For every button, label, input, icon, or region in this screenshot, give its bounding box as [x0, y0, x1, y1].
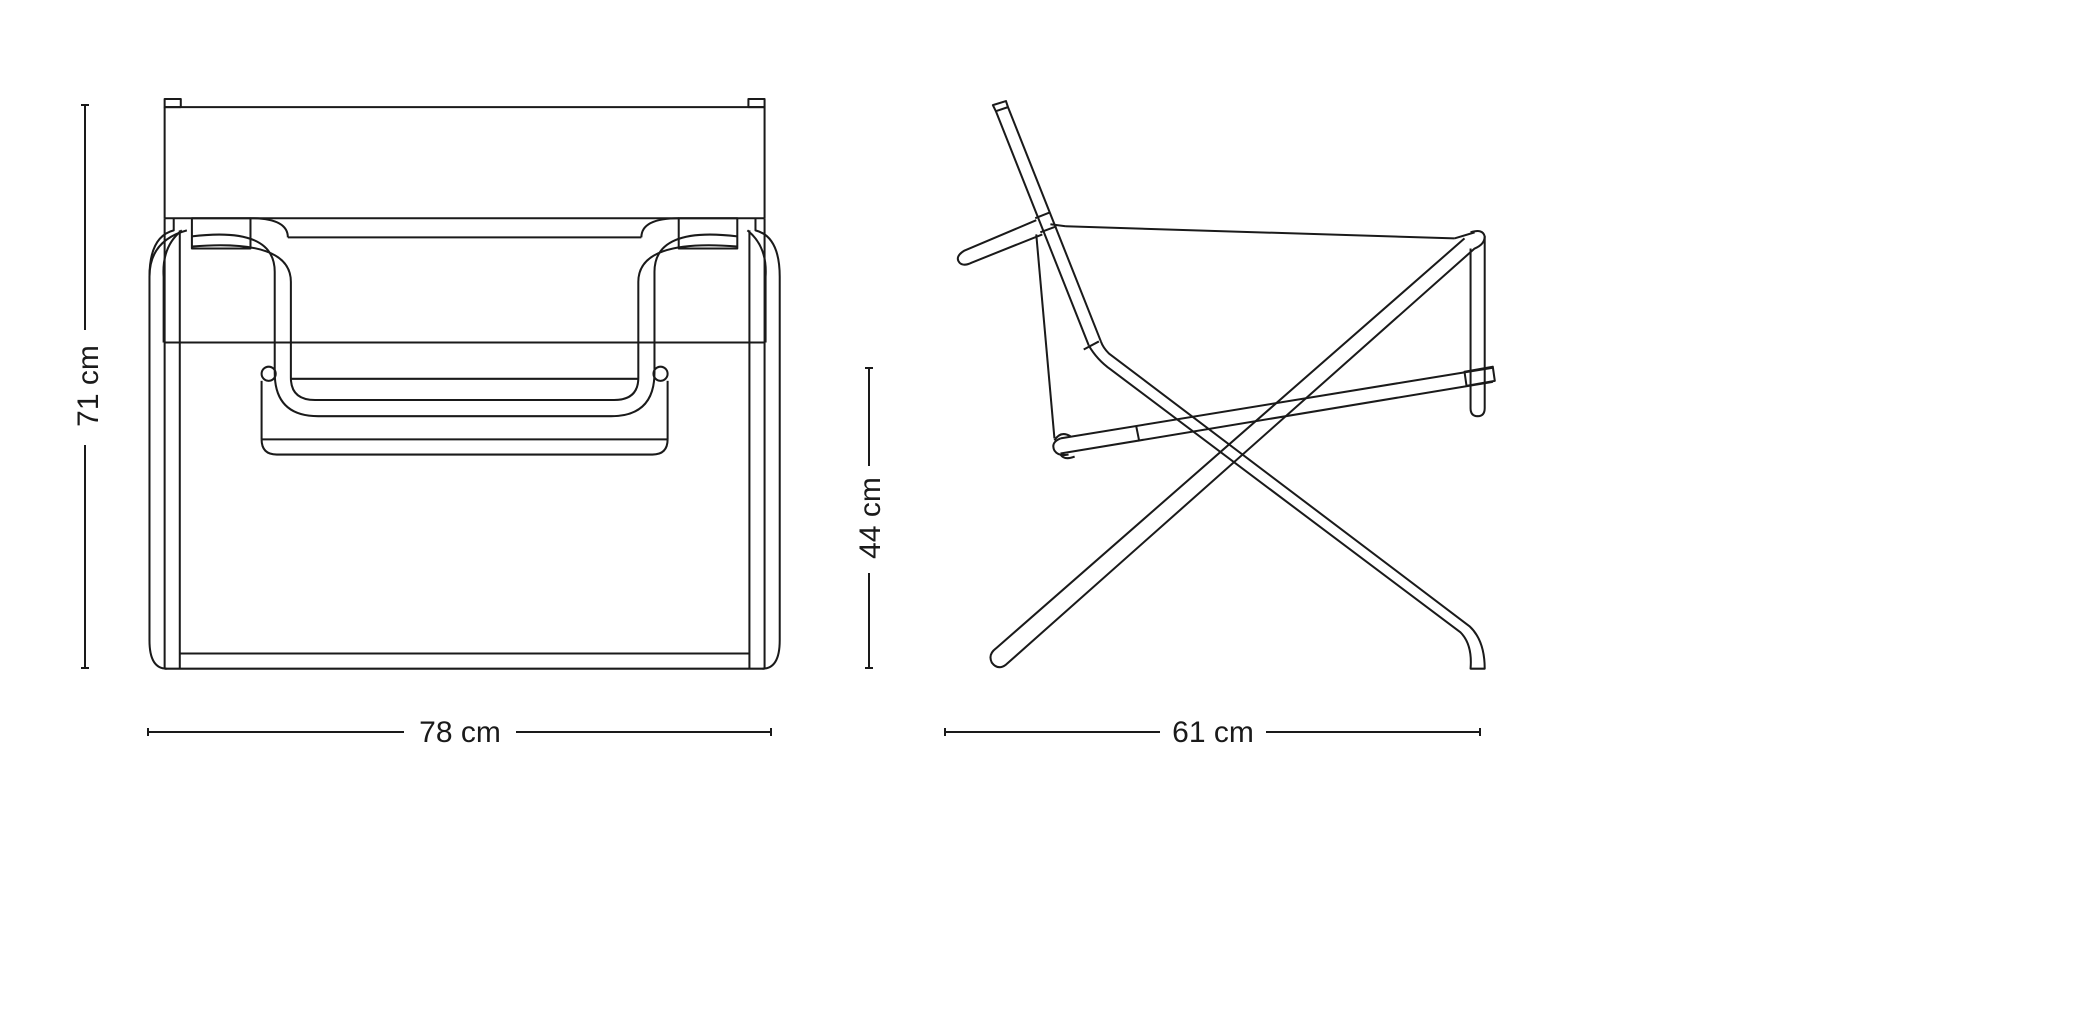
seat-height-label: 44 cm — [854, 477, 887, 559]
side-backrest-sling — [1035, 223, 1475, 439]
dimension-height: 71 cm — [72, 104, 105, 669]
dimension-seat-height: 44 cm — [854, 367, 887, 669]
front-view — [148, 98, 781, 670]
side-leg-front-to-back — [989, 230, 1486, 669]
dimension-width: 78 cm — [147, 716, 772, 749]
front-bottom-rail — [164, 652, 765, 670]
side-view — [956, 100, 1496, 670]
side-seat-rail — [1052, 365, 1496, 460]
front-arm-loops — [148, 229, 738, 418]
front-backrest — [163, 98, 766, 220]
side-front-post — [1469, 236, 1486, 418]
front-seat-top — [190, 217, 739, 250]
front-side-frames — [148, 218, 781, 670]
height-label: 71 cm — [72, 345, 105, 427]
width-label: 78 cm — [419, 716, 501, 749]
side-leg-rear-to-front — [1087, 341, 1486, 670]
side-armrest — [956, 219, 1043, 266]
front-seat-band — [164, 341, 765, 456]
dimension-depth: 61 cm — [944, 716, 1481, 749]
side-back-post — [991, 100, 1102, 351]
depth-label: 61 cm — [1172, 716, 1254, 749]
